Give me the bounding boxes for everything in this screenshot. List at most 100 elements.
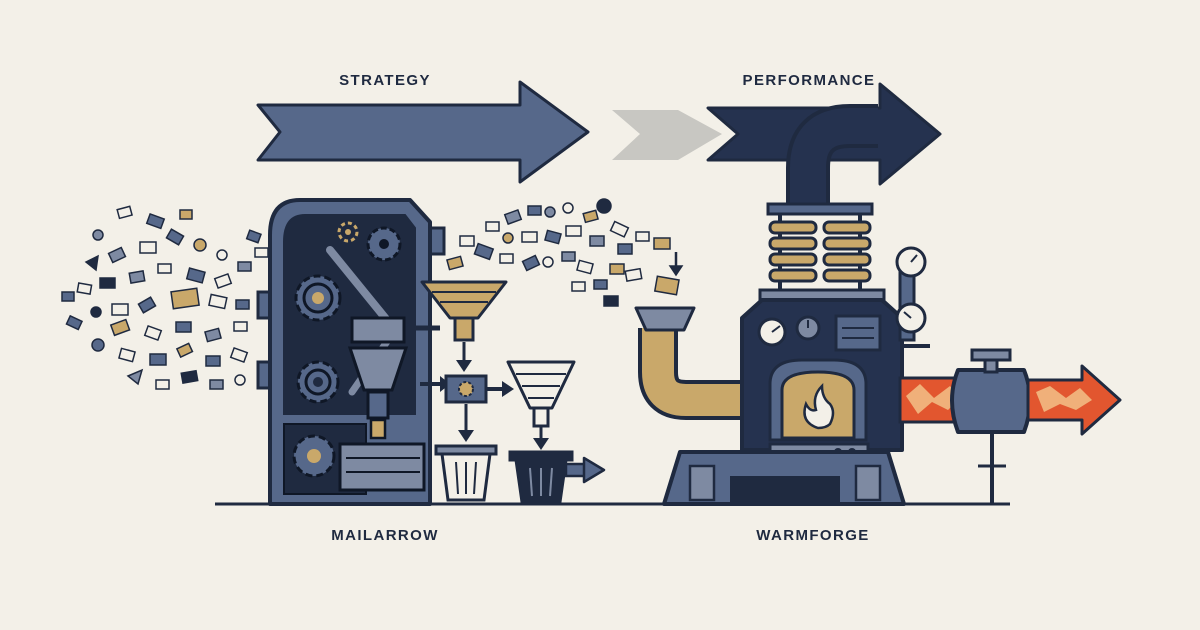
gold-nozzle [369, 418, 387, 440]
pressure-gauge-icon [895, 302, 927, 334]
funnel-icon [420, 280, 508, 342]
pressure-gauge-icon [895, 246, 927, 278]
valve-handle [970, 348, 1012, 362]
trash-bin-icon [508, 450, 574, 504]
pressure-gauge-icon [757, 317, 787, 347]
envelope-icon [237, 261, 252, 272]
envelope-icon [65, 314, 84, 331]
warmforge-machine [662, 104, 930, 506]
envelope-icon [229, 346, 249, 364]
envelope-icon [149, 353, 167, 366]
envelope-icon [111, 303, 129, 316]
envelope-icon [157, 263, 172, 274]
gold-inlet-pipe [634, 306, 744, 420]
envelope-icon [544, 229, 562, 245]
envelope-icon [571, 281, 586, 292]
envelope-icon [179, 209, 193, 220]
output-flame-arrow [898, 348, 1122, 504]
envelope-icon [107, 246, 127, 264]
envelope-icon [170, 287, 200, 310]
envelope-icon [582, 209, 599, 224]
envelope-icon [609, 263, 625, 275]
mailarrow-label: MAILARROW [331, 527, 439, 544]
connector-chevron [612, 110, 722, 160]
flow-arrow-icon [564, 456, 606, 484]
gear-icon [458, 381, 474, 397]
gear-icon [337, 221, 359, 243]
envelope-icon [209, 379, 224, 390]
envelope-icon [254, 247, 269, 258]
envelope-icon [61, 291, 75, 302]
envelope-icon [245, 229, 262, 244]
envelope-icon [145, 212, 166, 230]
debris-dot [216, 249, 228, 261]
strategy-label: STRATEGY [339, 72, 431, 89]
filter-stage [420, 280, 606, 504]
heating-coil-right [822, 220, 872, 283]
mailarrow-machine [256, 198, 446, 506]
debris-shard [126, 368, 144, 386]
flow-arrow-icon [458, 404, 474, 442]
envelope-icon [213, 272, 233, 290]
envelope-icon [446, 255, 464, 271]
sorter-box [444, 374, 488, 404]
envelope-icon [208, 293, 228, 310]
debris-dot [562, 202, 574, 214]
debris-shard [84, 254, 99, 272]
envelope-icon [653, 275, 680, 296]
internal-funnel-top [350, 316, 406, 344]
strategy-arrow [256, 80, 590, 184]
envelope-icon [233, 321, 248, 332]
flame-icon [803, 382, 835, 430]
envelope-icon [603, 295, 619, 307]
envelope-icon [235, 299, 250, 310]
envelope-icon [635, 231, 650, 242]
envelope-icon [589, 235, 605, 247]
flow-arrow-icon [456, 342, 472, 372]
envelope-icon [155, 379, 170, 390]
internal-funnel [347, 346, 409, 392]
debris-dot [91, 338, 105, 352]
debris-dot [193, 238, 207, 252]
envelope-icon [499, 253, 514, 264]
envelope-icon [165, 228, 185, 246]
envelope-icon [180, 369, 199, 385]
envelope-icon [76, 282, 93, 296]
pressure-gauge-icon [795, 315, 821, 341]
envelope-icon [609, 220, 630, 238]
debris-dot [234, 374, 246, 386]
envelope-icon [617, 243, 633, 255]
envelope-icon [128, 269, 146, 285]
envelope-icon [624, 267, 643, 283]
flow-arrow-icon [668, 252, 684, 277]
debris-dot [544, 206, 556, 218]
inlet-hopper [634, 306, 696, 332]
envelope-icon [143, 324, 163, 342]
envelope-icon [593, 279, 608, 290]
gear-icon [296, 360, 340, 404]
envelope-icon [116, 205, 133, 220]
coil-frame [766, 202, 874, 216]
debris-dot [92, 229, 104, 241]
envelope-icon [485, 221, 500, 232]
output-slot [338, 442, 426, 492]
debris-dot [596, 198, 612, 214]
envelope-icon [653, 237, 671, 250]
envelope-icon [576, 259, 594, 275]
scattered-envelopes-cluster [61, 205, 269, 390]
trash-bin-icon [434, 444, 498, 502]
envelope-icon [185, 267, 206, 284]
envelope-icon [175, 321, 192, 333]
envelope-icon [99, 277, 116, 289]
envelope-icon [109, 318, 131, 337]
internal-funnel-neck [366, 390, 390, 420]
debris-dot [502, 232, 514, 244]
output-valve-pipe [950, 368, 1032, 434]
performance-label: PERFORMANCE [742, 72, 876, 89]
envelope-icon [521, 254, 541, 272]
vent-panel [834, 314, 882, 352]
flow-arrow-icon [533, 426, 549, 450]
envelope-icon [139, 241, 157, 254]
envelope-icon [175, 342, 194, 359]
